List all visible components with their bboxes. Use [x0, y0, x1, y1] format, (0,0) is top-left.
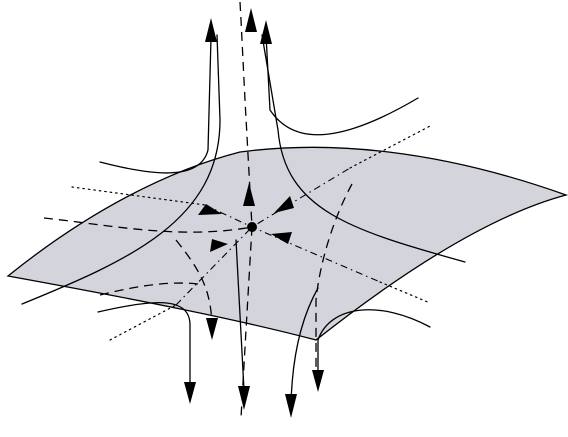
arrow-icon [271, 232, 292, 244]
arrow-down-icon [285, 394, 297, 418]
saddle-point [247, 222, 257, 232]
arrow-up-icon [205, 18, 217, 42]
arrow-down-icon [206, 318, 218, 340]
arrow-down-icon [238, 386, 250, 410]
arrow-icon [198, 204, 222, 215]
solid-trajectories [21, 34, 466, 406]
dotted-lines [71, 124, 433, 341]
arrow-up-icon [245, 8, 257, 32]
arrow-icon [210, 239, 228, 252]
central-axis [239, 1, 253, 419]
arrowheads [184, 8, 324, 418]
arrow-down-icon [312, 370, 324, 392]
invariant-surface [6, 146, 568, 341]
arrow-up-icon [243, 183, 255, 206]
arrow-up-icon [260, 20, 272, 44]
arrow-down-icon [184, 382, 196, 404]
arrow-icon [274, 196, 294, 213]
dashed-curves [43, 183, 353, 370]
